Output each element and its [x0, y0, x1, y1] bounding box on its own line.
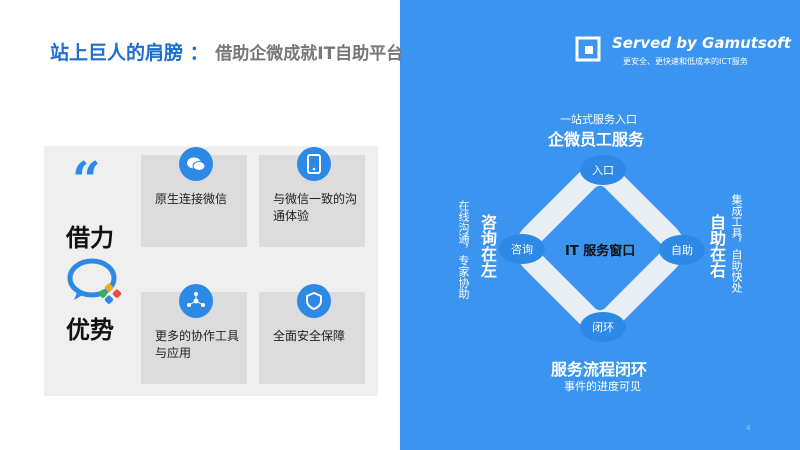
page-title: 站上巨人的肩膀 ： 借助企微成就IT自助平台 — [50, 38, 403, 65]
quote-mark: “ — [72, 150, 101, 209]
title-part1: 站上巨人的肩膀 ： — [50, 42, 209, 64]
gamutsoft-logo-icon — [575, 36, 601, 62]
brand-tagline: 更安全、更快速和低成本的ICT服务 — [623, 57, 748, 66]
phone-icon — [297, 147, 331, 181]
wecom-logo-icon — [67, 258, 122, 304]
bottom-main: 服务流程闭环 — [551, 360, 648, 379]
card-phone: 与微信一致的沟通体验 — [259, 147, 365, 247]
top-label: 一站式服务入口 — [560, 113, 637, 126]
brand-name: Served by Gamutsoft — [612, 34, 791, 52]
bottom-label: 事件的进度可见 — [564, 380, 641, 393]
service-loop-diagram — [515, 163, 685, 333]
wechat-icon — [179, 147, 213, 181]
node-closed-loop: 闭环 — [580, 312, 626, 342]
node-self-service: 自助 — [659, 235, 705, 265]
leverage-word: 借力 — [66, 224, 114, 252]
right-main: 自助在右 — [707, 214, 726, 278]
left-sub: 在线沟通，专家协助 — [457, 200, 470, 299]
advantage-word: 优势 — [66, 316, 114, 344]
card-wechat: 原生连接微信 — [141, 147, 247, 247]
card-text: 原生连接微信 — [155, 192, 228, 206]
page-number: 4 — [746, 424, 751, 432]
left-main: 咨询在左 — [478, 214, 497, 278]
card-security: 全面安全保障 — [259, 284, 365, 384]
right-sub: 集成工具，自助快处 — [730, 194, 743, 293]
share-nodes-icon — [179, 284, 213, 318]
top-main: 企微员工服务 — [548, 130, 645, 149]
card-collab: 更多的协作工具与应用 — [141, 284, 247, 384]
card-text: 与微信一致的沟通体验 — [273, 192, 358, 223]
card-text: 更多的协作工具与应用 — [155, 329, 240, 360]
node-entry: 入口 — [580, 155, 626, 185]
node-consult: 咨询 — [499, 234, 545, 264]
center-label: IT 服务窗口 — [565, 244, 636, 259]
title-part2: 借助企微成就IT自助平台 — [215, 44, 404, 64]
card-text: 全面安全保障 — [273, 329, 346, 343]
shield-icon — [297, 284, 331, 318]
